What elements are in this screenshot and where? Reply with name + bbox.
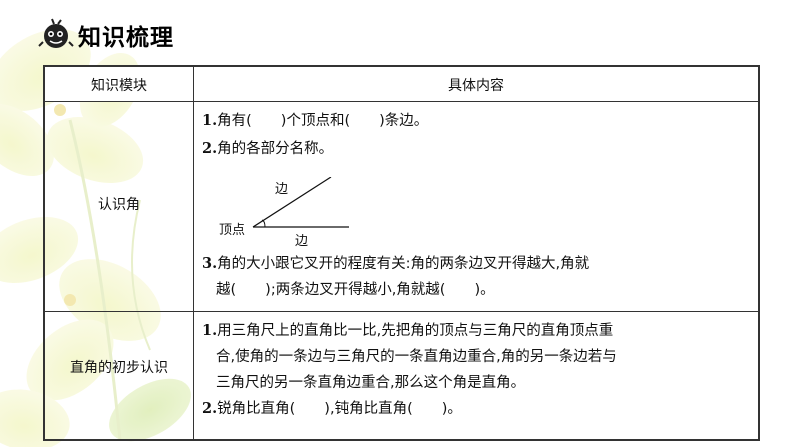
content-line: 合,使角的一条边与三角尺的一条直角边重合,角的另一条边若与 <box>216 345 617 366</box>
item-text: 三角尺的另一条直角边重合,那么这个角是直角。 <box>216 375 526 391</box>
knowledge-table: 知识模块 具体内容 认识角 1.角有( )个顶点和( )条边。 2.角的各部分名… <box>43 65 760 441</box>
item-number: 1. <box>202 112 218 129</box>
edge-top-label: 边 <box>275 182 289 197</box>
section-header: 知识梳理 <box>38 18 174 52</box>
mascot-icon <box>38 18 74 48</box>
content-line: 2.锐角比直角( ),钝角比直角( )。 <box>202 397 462 418</box>
vertex-label: 顶点 <box>219 223 246 238</box>
content-line: 越( );两条边叉开得越小,角就越( )。 <box>216 278 495 299</box>
content-line: 2.角的各部分名称。 <box>202 137 333 158</box>
angle-arc <box>261 219 266 228</box>
content-line: 三角尺的另一条直角边重合,那么这个角是直角。 <box>216 371 525 392</box>
item-number: 3. <box>202 255 218 272</box>
table-header-row <box>45 67 758 102</box>
item-text: 锐角比直角( ),钝角比直角( )。 <box>217 401 462 417</box>
item-number: 2. <box>202 140 218 157</box>
item-number: 2. <box>202 400 218 417</box>
column-divider <box>193 67 194 439</box>
angle-edge-top <box>252 177 332 228</box>
module-angle: 认识角 <box>98 197 140 213</box>
content-line: 1.用三角尺上的直角比一比,先把角的顶点与三角尺的直角顶点重 <box>202 319 613 340</box>
item-number: 1. <box>202 322 218 339</box>
row-divider <box>45 311 758 312</box>
item-text: 用三角尺上的直角比一比,先把角的顶点与三角尺的直角顶点重 <box>217 323 614 339</box>
section-title: 知识梳理 <box>78 25 174 51</box>
header-content: 具体内容 <box>448 78 504 94</box>
edge-bottom-label: 边 <box>295 234 309 249</box>
content-line: 3.角的大小跟它叉开的程度有关:角的两条边叉开得越大,角就 <box>202 252 589 273</box>
item-text: 角有( )个顶点和( )条边。 <box>217 113 429 129</box>
module-right-angle: 直角的初步认识 <box>70 360 168 376</box>
item-text: 角的大小跟它叉开的程度有关:角的两条边叉开得越大,角就 <box>217 256 590 272</box>
item-text: 合,使角的一条边与三角尺的一条直角边重合,角的另一条边若与 <box>216 349 617 365</box>
content-line: 1.角有( )个顶点和( )条边。 <box>202 109 428 130</box>
angle-diagram <box>252 177 349 228</box>
item-text: 角的各部分名称。 <box>217 141 334 157</box>
header-module: 知识模块 <box>91 78 147 94</box>
item-text: 越( );两条边叉开得越小,角就越( )。 <box>216 282 495 298</box>
